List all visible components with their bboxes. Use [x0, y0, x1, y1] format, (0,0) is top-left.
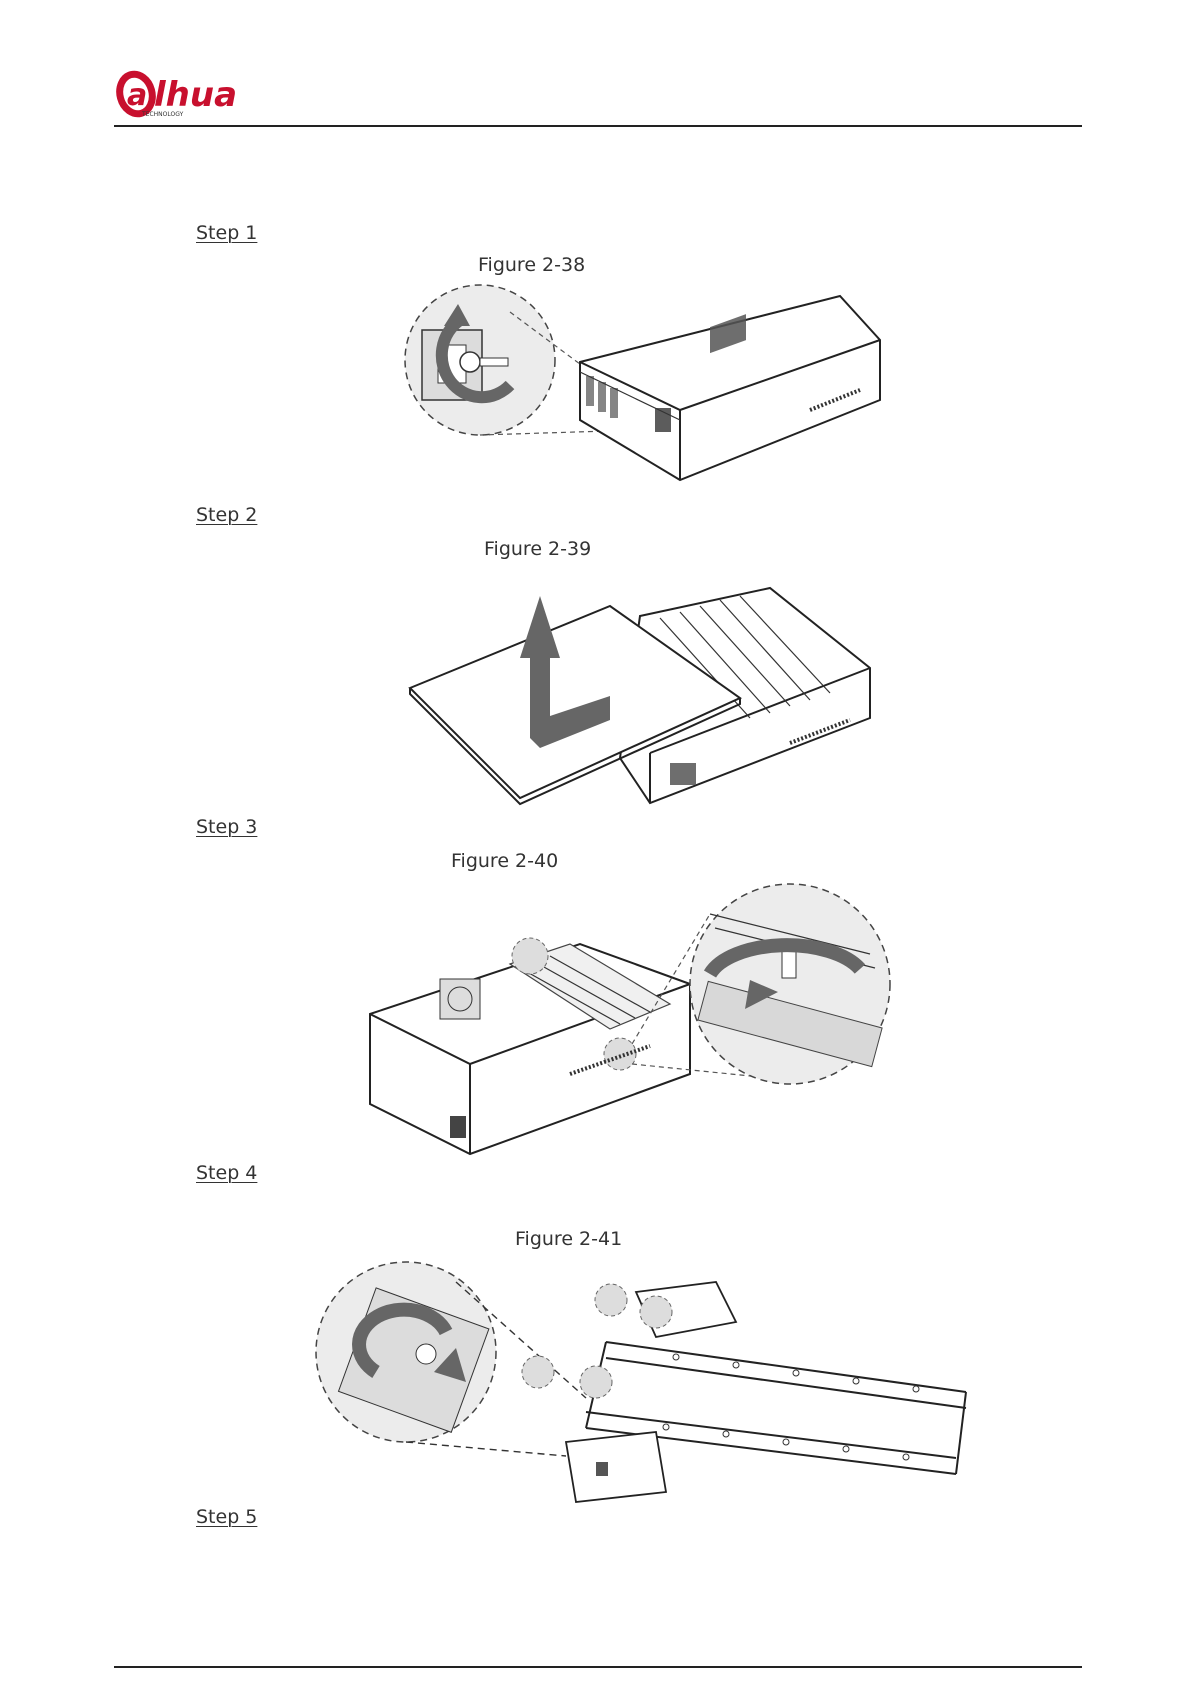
- logo-mark-icon: a lhua TECHNOLOGY: [116, 68, 256, 120]
- svg-text:lhua: lhua: [154, 75, 237, 115]
- footer-rule: [114, 1666, 1082, 1668]
- figure-2-40-caption: Figure 2-40: [451, 850, 558, 872]
- cover-removal-illustration: [410, 588, 890, 808]
- svg-text:TECHNOLOGY: TECHNOLOGY: [141, 111, 184, 118]
- bracket-screw-illustration: [370, 884, 910, 1164]
- hdd-bracket-illustration: [316, 1262, 976, 1512]
- figure-2-39-caption: Figure 2-39: [484, 538, 591, 560]
- svg-text:a: a: [127, 78, 147, 113]
- header-rule: [114, 125, 1082, 127]
- figure-2-41-caption: Figure 2-41: [515, 1228, 622, 1250]
- step-4-label: Step 4: [196, 1162, 257, 1184]
- step-5-label: Step 5: [196, 1506, 257, 1528]
- step-1-label: Step 1: [196, 222, 257, 244]
- device-screw-rear-illustration: [400, 290, 880, 490]
- step-2-label: Step 2: [196, 504, 257, 526]
- figure-2-38-caption: Figure 2-38: [478, 254, 585, 276]
- step-3-label: Step 3: [196, 816, 257, 838]
- dahua-logo: a lhua TECHNOLOGY: [116, 68, 256, 120]
